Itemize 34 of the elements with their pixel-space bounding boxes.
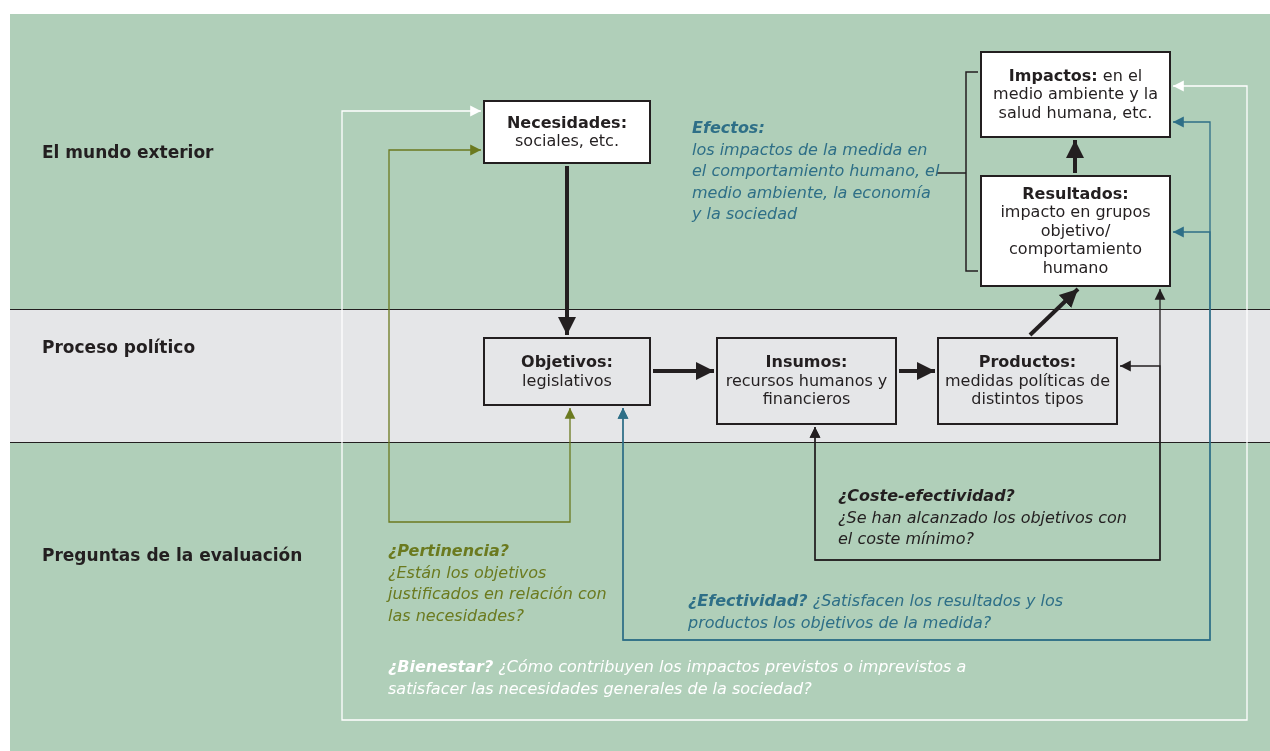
- annotation-text: ¿Pertinencia? ¿Están los objetivos justificados en relación con las necesidades?: [388, 540, 608, 627]
- box-heading: Objetivos:: [521, 353, 613, 372]
- box-text: medidas políticas de distintos tipos: [944, 371, 1111, 409]
- arrow: [341, 80, 1248, 721]
- box-text: recursos humanos y financieros: [724, 371, 889, 409]
- box: [937, 337, 1118, 425]
- annotation-text: Efectos: los impactos de la medida en el comportamiento humano, el medio ambiente, la economía y la sociedad: [692, 117, 940, 225]
- box-text: Impactos: en el medio ambiente y la salud humana, etc.: [992, 66, 1159, 123]
- row-heading: Proceso político: [42, 336, 197, 359]
- arrow: [1028, 287, 1080, 337]
- box-heading: Necesidades:: [506, 113, 628, 132]
- arrow: [1066, 140, 1084, 173]
- arrow: [899, 362, 935, 380]
- arrow: [388, 144, 576, 523]
- box-text: legislativos: [522, 371, 612, 390]
- arrow: [558, 166, 576, 335]
- arrow: [617, 116, 1211, 641]
- annotation-text: ¿Bienestar? ¿Cómo contribuyen los impactos previstos o imprevistos a satisfacer las necesidades generales de la sociedad?: [388, 656, 968, 700]
- box: [980, 175, 1171, 287]
- annotation-text: ¿Coste-efectividad? ¿Se han alcanzado los objetivos con el coste mínimo?: [838, 485, 1128, 550]
- row-heading: Preguntas de la evaluación: [42, 544, 304, 567]
- box: [483, 100, 651, 164]
- box: [483, 337, 651, 406]
- box-heading: Insumos:: [765, 353, 848, 372]
- box-text: impacto en grupos objetivo/ comportamiento humano: [999, 203, 1152, 277]
- annotation-text: ¿Efectividad? ¿Satisfacen los resultados y los productos los objetivos de la medida?: [688, 590, 1064, 634]
- arrow: [809, 360, 1161, 561]
- box-heading: Productos:: [978, 353, 1077, 372]
- box-text: sociales, etc.: [515, 132, 619, 151]
- arrow: [653, 362, 714, 380]
- row-heading: El mundo exterior: [42, 141, 215, 164]
- box: [980, 51, 1171, 138]
- box: [716, 337, 897, 425]
- box-heading: Resultados:: [1022, 185, 1129, 204]
